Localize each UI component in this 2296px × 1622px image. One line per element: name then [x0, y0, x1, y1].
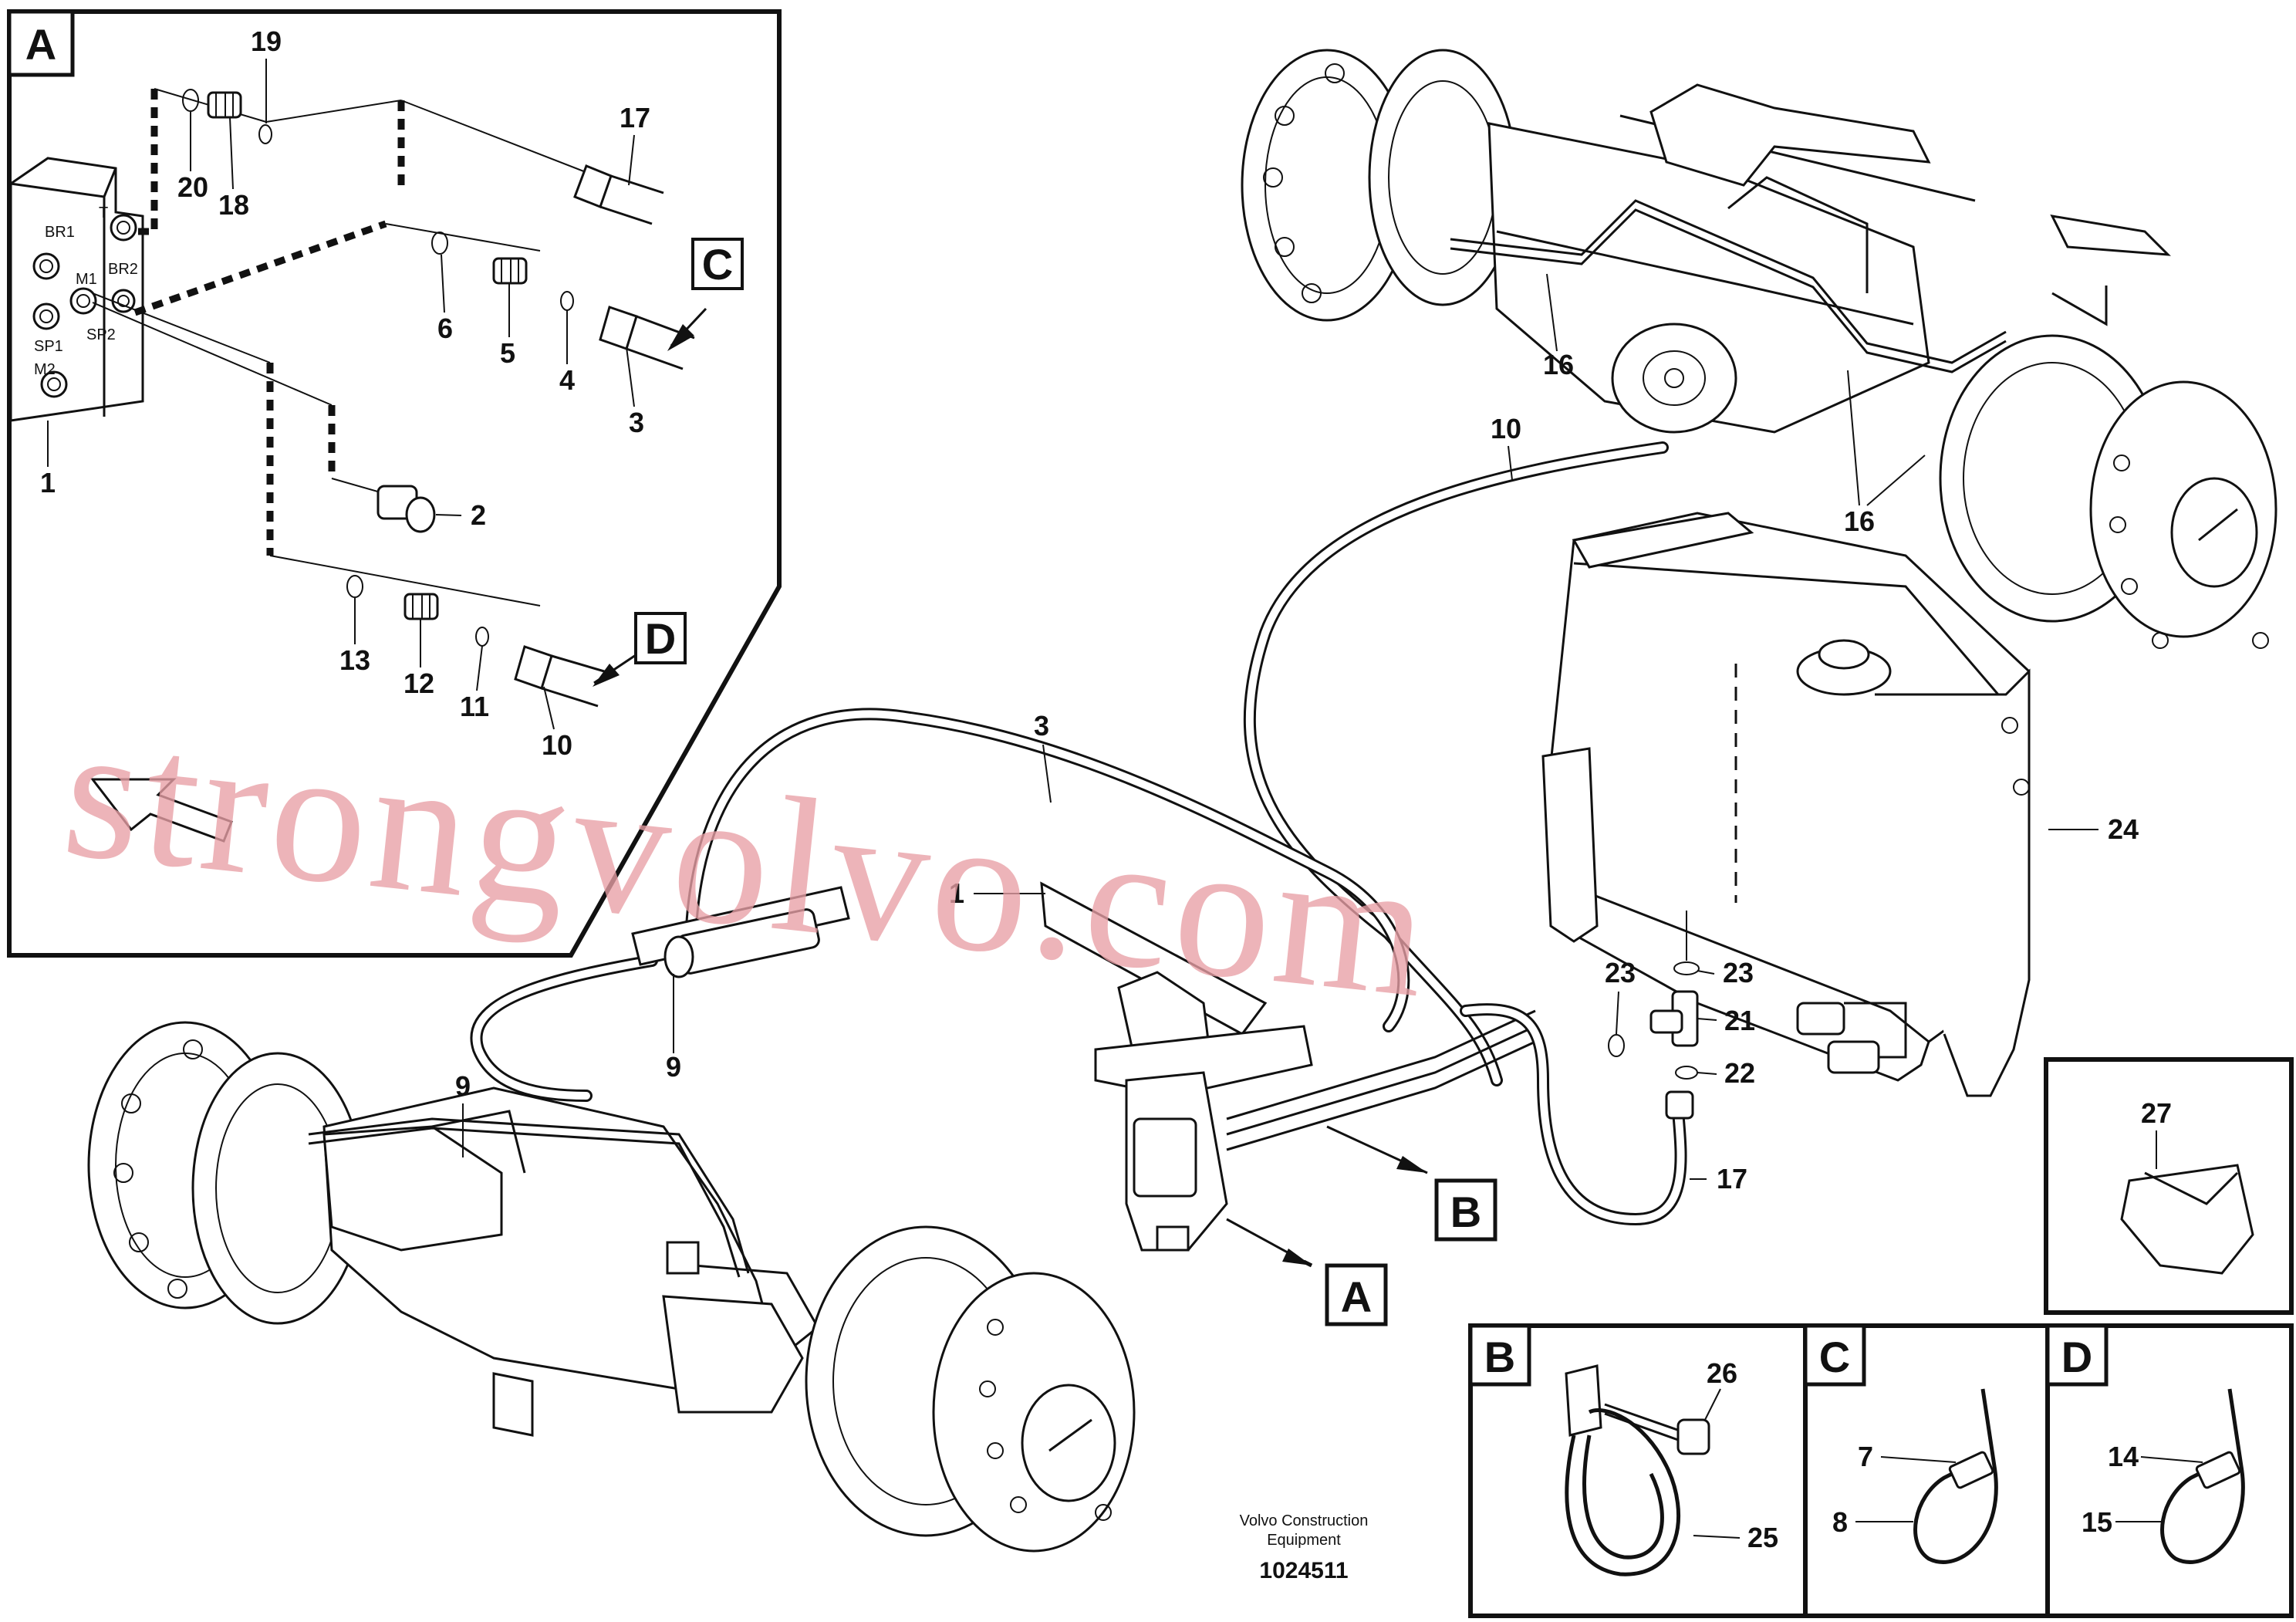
- port-sp2: SP2: [86, 326, 116, 343]
- callout-18: 18: [218, 189, 249, 221]
- port-m1: M1: [76, 271, 97, 288]
- callout-16-top: 16: [1543, 349, 1574, 380]
- brake-pedal-valve-1: [1040, 881, 1536, 1252]
- callout-3-main: 3: [1034, 710, 1049, 742]
- callout-11: 11: [460, 691, 489, 722]
- callout-25: 25: [1747, 1522, 1778, 1553]
- fitting-18: [207, 91, 242, 119]
- rear-axle-assembly: [1241, 49, 2277, 649]
- cable-tie-7-8: [1913, 1388, 1998, 1564]
- hose-9: [470, 955, 658, 1102]
- brake-cylinder-bracket: [631, 886, 850, 978]
- detail-label-a: A: [25, 20, 56, 69]
- detail-b-box: B 26 25: [1468, 1323, 1808, 1618]
- fitting-12: [403, 593, 439, 620]
- direction-arrow: [89, 778, 233, 843]
- callout-8: 8: [1832, 1506, 1848, 1538]
- callout-4: 4: [559, 364, 575, 396]
- callout-21: 21: [1724, 1005, 1755, 1036]
- callout-3-detail: 3: [629, 407, 644, 438]
- detail-label-b: B: [1484, 1333, 1515, 1381]
- brake-valve-block: BR1 T M1 BR2 SP1 SP2 M2: [9, 157, 144, 422]
- detail-label-a-ref: A: [1341, 1272, 1372, 1321]
- callout-17-main: 17: [1717, 1163, 1747, 1195]
- port-t: T: [99, 204, 108, 221]
- callout-14: 14: [2108, 1441, 2139, 1472]
- drawing-number: 1024511: [1259, 1558, 1348, 1583]
- callout-7: 7: [1858, 1441, 1873, 1472]
- callout-23-right: 23: [1723, 957, 1754, 988]
- callout-20: 20: [177, 171, 208, 203]
- callout-2: 2: [471, 499, 486, 531]
- callout-10-main: 10: [1491, 413, 1521, 444]
- port-m2: M2: [34, 361, 56, 378]
- tee-fitting-21: [1608, 911, 1700, 1080]
- detail-label-b-ref: B: [1450, 1188, 1481, 1236]
- hose-3: [684, 708, 1410, 1032]
- callout-15: 15: [2082, 1506, 2112, 1538]
- callout-1-detail: 1: [40, 467, 56, 498]
- callout-9-left: 9: [455, 1070, 471, 1102]
- fitting-5: [492, 257, 528, 285]
- callout-5: 5: [500, 337, 515, 369]
- callout-22: 22: [1724, 1057, 1755, 1089]
- hydraulic-tank-24: [1541, 512, 2031, 1097]
- hose-fitting-17-detail: [573, 164, 664, 225]
- clamp-25: [1565, 1364, 1680, 1576]
- detail-label-d: D: [2061, 1333, 2092, 1381]
- footer-line-1: Volvo Construction: [1240, 1512, 1369, 1529]
- callout-27: 27: [2141, 1097, 2172, 1129]
- callout-6: 6: [437, 313, 453, 344]
- watermark: strongvolvo.com: [56, 683, 1442, 1039]
- port-br2: BR2: [108, 261, 138, 278]
- bolt-26: [1604, 1403, 1710, 1455]
- detail-a-inset: A BR1 T M1 BR2 SP1 SP2 M2: [7, 9, 782, 958]
- detail-27-box: 27: [2044, 1057, 2294, 1315]
- hose-10: [1243, 441, 1669, 1086]
- detail-d-box: D 14 15: [2045, 1323, 2294, 1618]
- cable-tie-14-15: [2160, 1388, 2245, 1564]
- callout-16-bottom: 16: [1844, 505, 1875, 537]
- detail-label-c-ref: C: [702, 240, 733, 289]
- callout-23-left: 23: [1605, 957, 1636, 988]
- plug-2: [376, 485, 436, 533]
- callout-24: 24: [2108, 813, 2139, 845]
- callout-13: 13: [339, 644, 370, 676]
- port-sp1: SP1: [34, 338, 63, 355]
- callout-12: 12: [403, 667, 434, 699]
- callout-19: 19: [251, 25, 282, 57]
- callout-17-detail: 17: [620, 102, 650, 133]
- callout-10-detail: 10: [542, 729, 572, 761]
- callout-9-right: 9: [666, 1051, 681, 1083]
- footer-line-2: Equipment: [1267, 1532, 1341, 1549]
- detail-label-d-ref: D: [645, 614, 676, 663]
- hose-fitting-10-detail: [514, 645, 610, 708]
- hose-17: [1460, 1003, 1694, 1226]
- detail-label-c: C: [1819, 1333, 1850, 1381]
- callout-1-main: 1: [949, 877, 964, 909]
- callout-26: 26: [1707, 1357, 1737, 1389]
- front-axle-assembly: [87, 1021, 1136, 1553]
- port-br1: BR1: [45, 224, 75, 241]
- detail-c-box: C 7 8: [1803, 1323, 2050, 1618]
